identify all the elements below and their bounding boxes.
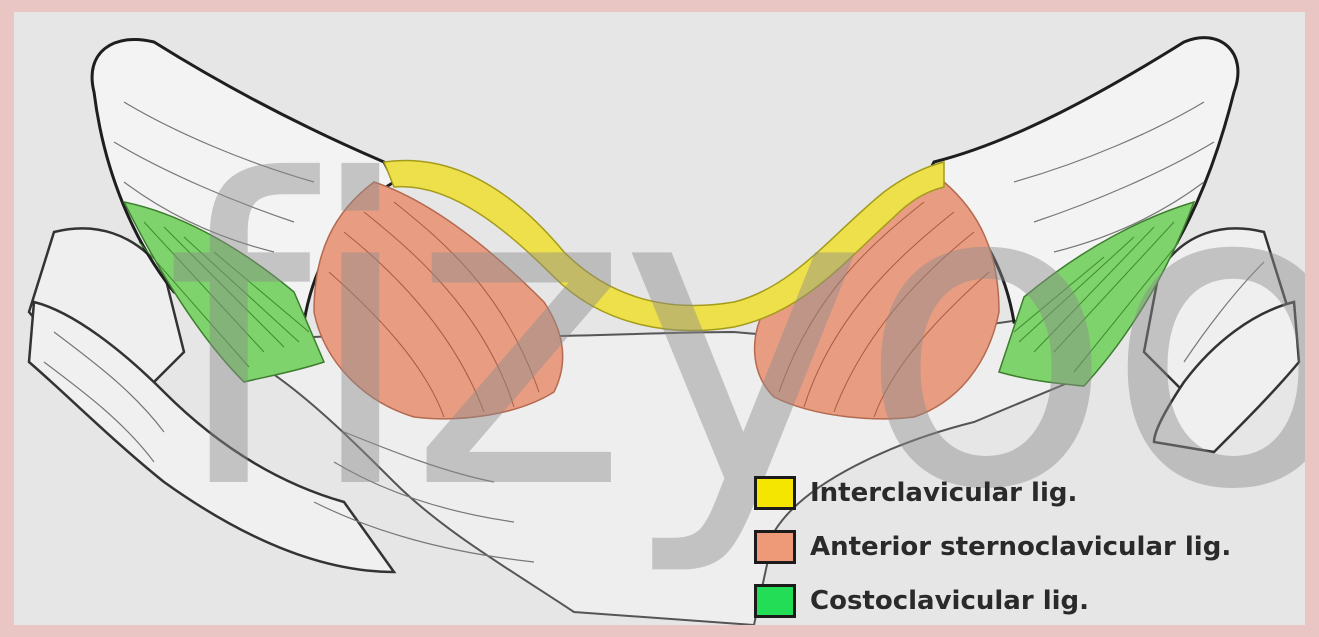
illustration-canvas: fizyoo Interclavicular lig. Anterior ste…	[14, 12, 1305, 625]
legend-swatch-yellow	[754, 476, 796, 510]
legend-swatch-green	[754, 584, 796, 618]
legend-label: Costoclavicular lig.	[810, 586, 1089, 616]
legend: Interclavicular lig. Anterior sternoclav…	[754, 474, 1274, 625]
legend-label: Interclavicular lig.	[810, 478, 1077, 508]
legend-item-anterior-sternoclavicular: Anterior sternoclavicular lig.	[754, 528, 1231, 566]
legend-item-costoclavicular: Costoclavicular lig.	[754, 582, 1089, 620]
legend-swatch-salmon	[754, 530, 796, 564]
legend-item-interclavicular: Interclavicular lig.	[754, 474, 1077, 512]
legend-label: Anterior sternoclavicular lig.	[810, 532, 1231, 562]
